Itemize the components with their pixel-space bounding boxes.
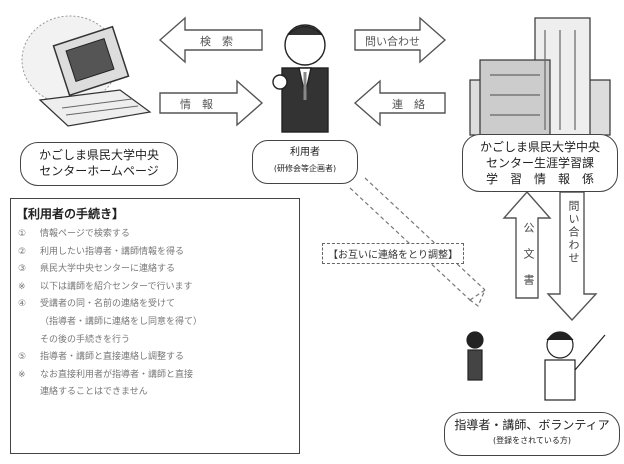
user-label-sub: (研修会等企画者) xyxy=(273,164,337,173)
dashed-arrow-head xyxy=(468,288,487,307)
negotiation-note: 【お互いに連絡をとり調整】 xyxy=(322,243,464,264)
procedure-step: ※なお直接利用者が指導者・講師と直接 xyxy=(18,369,194,380)
arrow-query-label: 問い合わせ xyxy=(365,35,420,48)
center-label-line3: 学 習 情 報 係 xyxy=(485,172,594,186)
arrow-inquiry-label: 問い合わせ xyxy=(567,200,580,265)
computer-icon xyxy=(21,15,152,127)
user-label-main: 利用者 xyxy=(290,147,320,158)
building-icon xyxy=(469,17,611,136)
homepage-label: かごしま県民大学中央 センターホームページ xyxy=(20,142,178,186)
procedure-title: 【利用者の手続き】 xyxy=(16,207,125,221)
instructors-label-sub: (登録をされている方) xyxy=(492,436,571,445)
arrow-search-label: 検 索 xyxy=(200,35,233,48)
procedure-step: ※以下は講師を紹介センターで行います xyxy=(18,281,193,292)
arrow-contact xyxy=(353,79,446,127)
homepage-label-line2: センターホームページ xyxy=(39,164,159,178)
instructor-woman-icon xyxy=(466,331,484,381)
instructor-man-icon xyxy=(544,331,606,401)
arrow-provide-label: 情 報 xyxy=(180,98,213,111)
arrow-query xyxy=(354,16,447,64)
center-label: かごしま県民大学中央 センター生涯学習課 学 習 情 報 係 xyxy=(462,134,618,192)
instructors-label: 指導者・講師、ボランティア (登録をされている方) xyxy=(444,412,620,456)
arrow-inquiry-down xyxy=(546,191,598,322)
user-person-icon xyxy=(272,24,329,133)
procedure-step: 連絡することはできません xyxy=(40,387,148,398)
procedure-step: その後の手続きを行う xyxy=(40,334,131,345)
homepage-label-line1: かごしま県民大学中央 xyxy=(38,148,159,162)
arrow-confirm-up xyxy=(502,190,552,299)
instructors-label-main: 指導者・講師、ボランティア xyxy=(454,418,610,432)
arrow-contact-label: 連 絡 xyxy=(392,98,425,111)
center-label-line1: かごしま県民大学中央 xyxy=(479,140,600,154)
procedure-step: （指導者・講師に連絡をし同意を得て） xyxy=(40,316,203,327)
user-label: 利用者 (研修会等企画者) xyxy=(252,140,358,184)
procedure-box xyxy=(10,198,300,454)
center-label-line2: センター生涯学習課 xyxy=(485,156,594,170)
arrow-search xyxy=(158,16,263,64)
arrow-provide xyxy=(159,79,264,127)
arrow-confirm-label: 公 文 書 xyxy=(522,222,535,287)
